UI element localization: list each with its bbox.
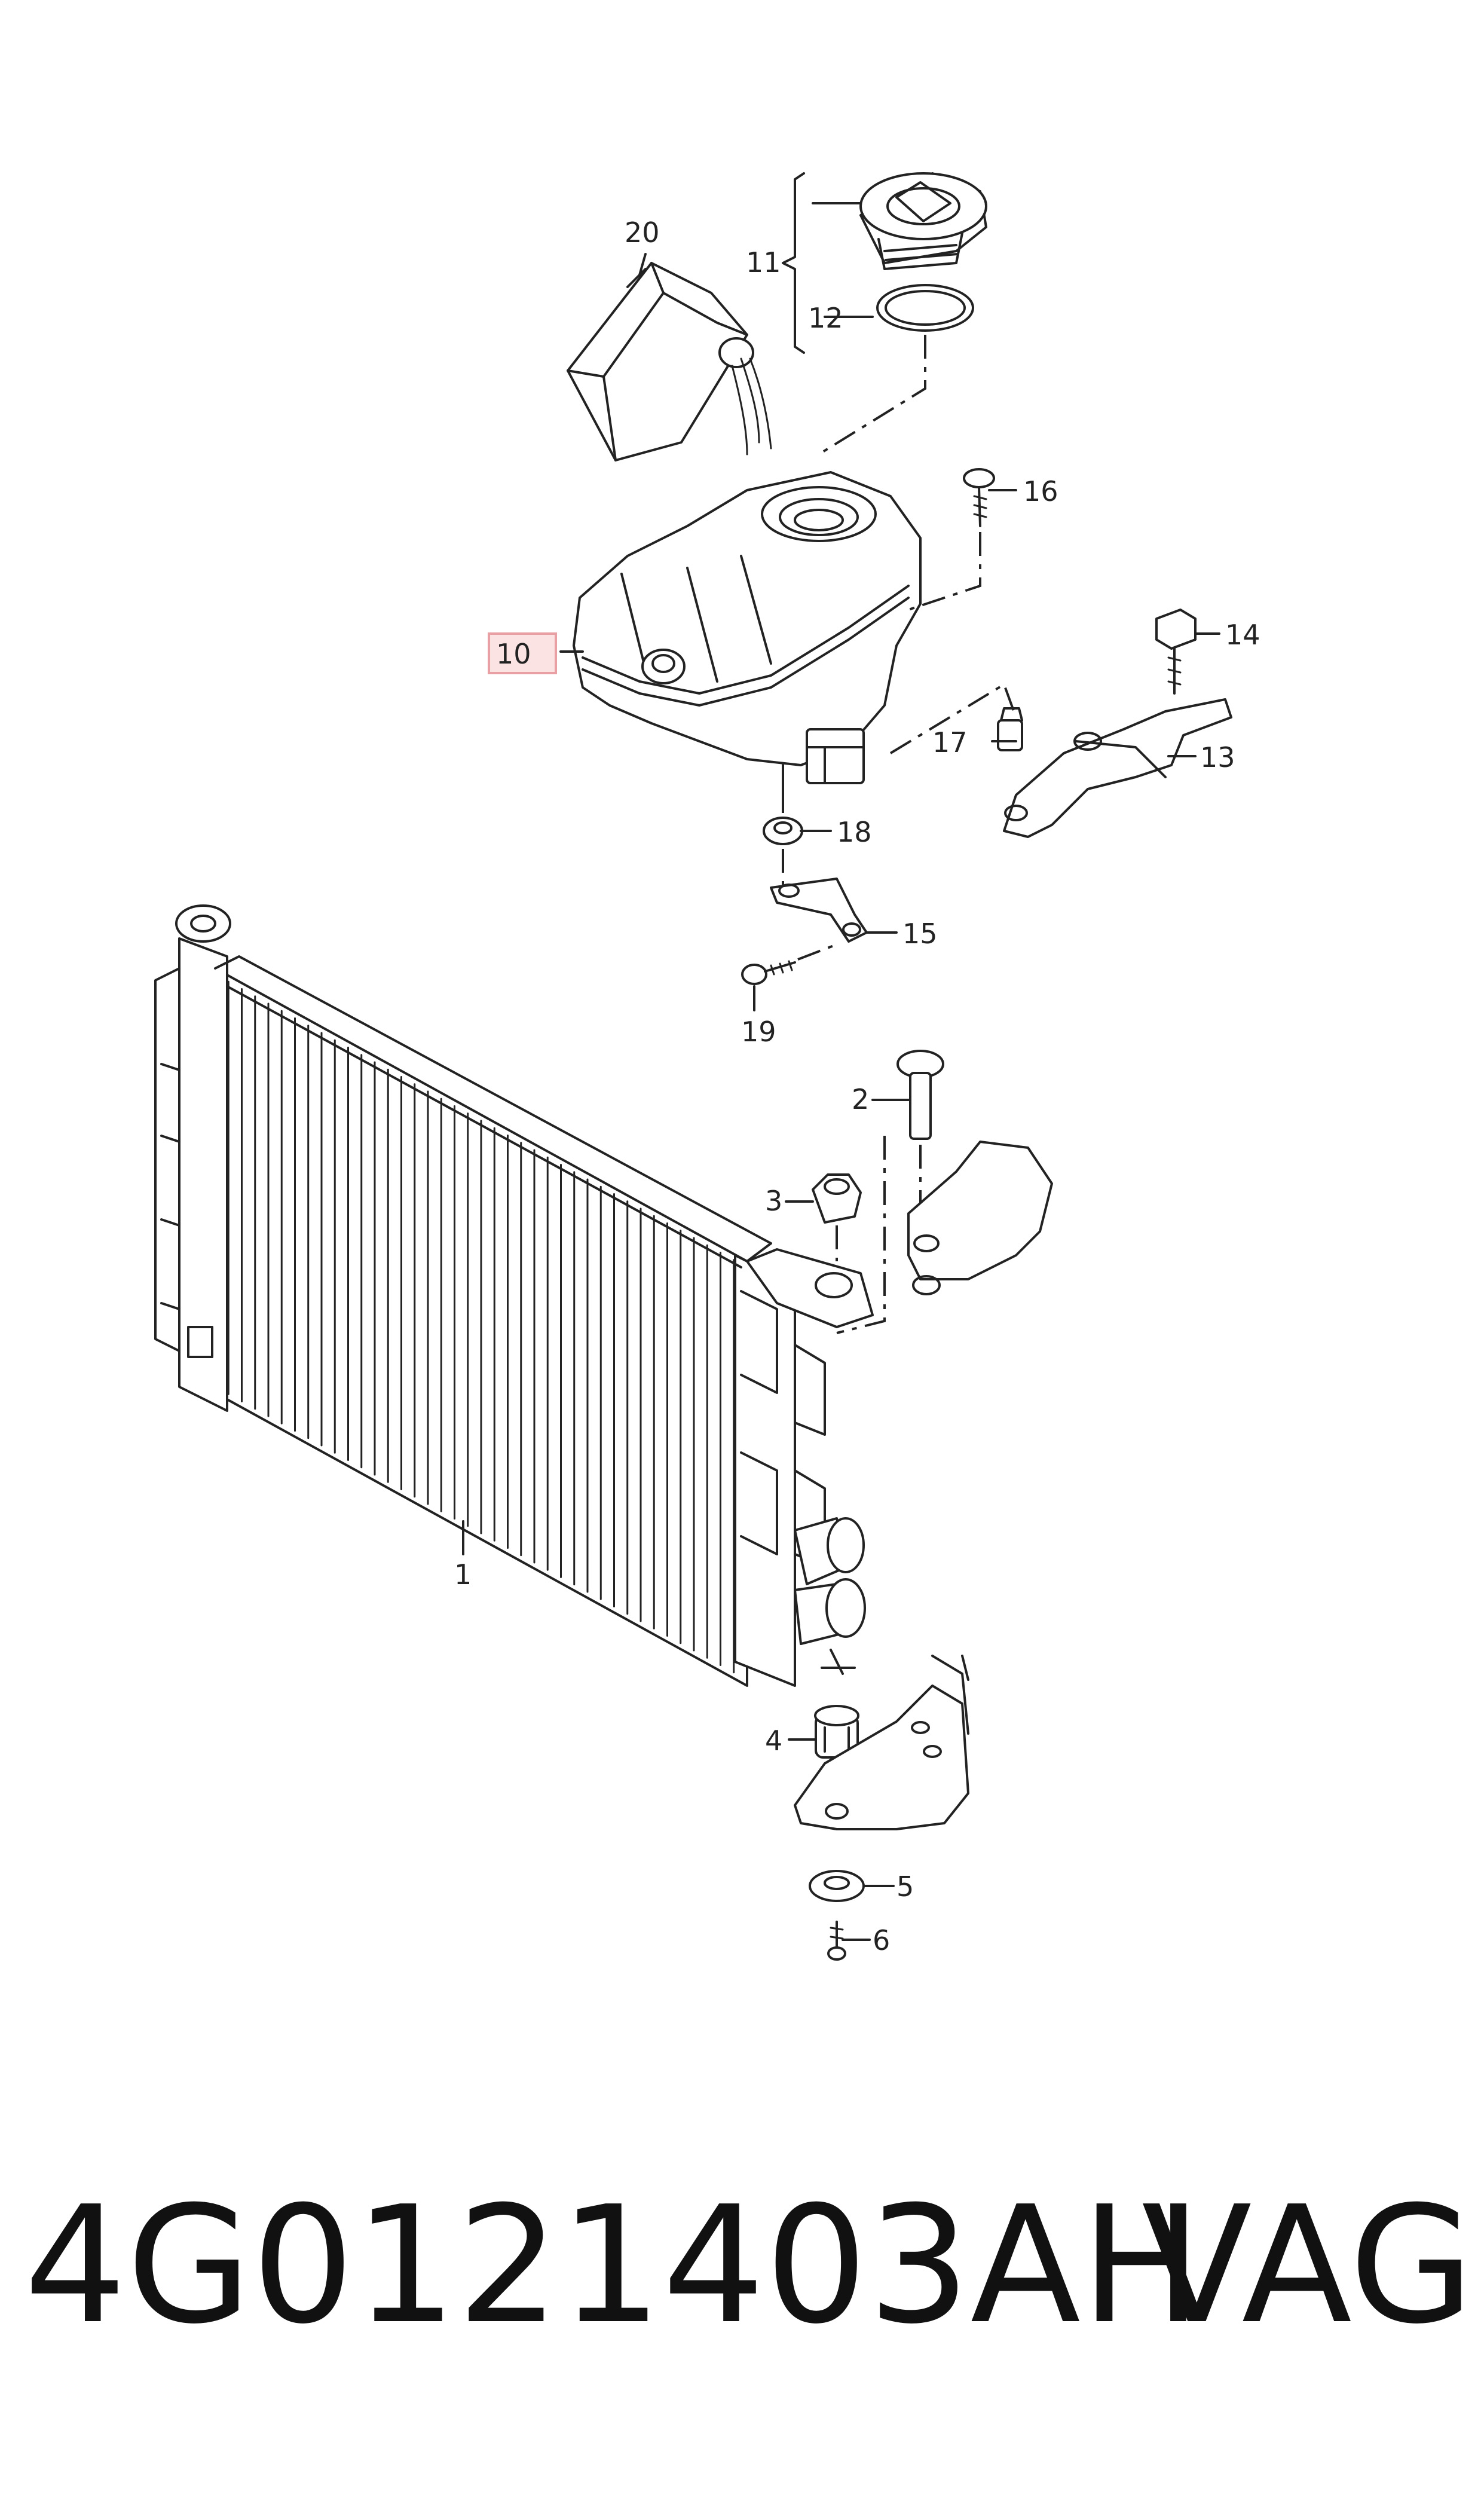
- exploded-parts-diagram: 10 20 11 12 16 14 13 17 18 15 19 2 3 1 4…: [154, 172, 1260, 1961]
- filler-cap: [859, 172, 987, 270]
- leader-lines: [462, 253, 1220, 1941]
- callout-16[interactable]: 16: [1023, 475, 1058, 508]
- callout-2[interactable]: 2: [852, 1083, 869, 1115]
- grommet-5: [809, 1870, 865, 1902]
- callout-3[interactable]: 3: [765, 1185, 782, 1217]
- callout-1[interactable]: 1: [454, 1558, 472, 1591]
- grommet-3: [812, 1173, 862, 1224]
- callout-20[interactable]: 20: [625, 216, 660, 249]
- callout-4[interactable]: 4: [765, 1725, 782, 1757]
- grommet-18: [763, 817, 803, 845]
- callout-6[interactable]: 6: [873, 1924, 890, 1956]
- clip-17: [997, 707, 1023, 751]
- coolant-expansion-tank: [573, 471, 922, 790]
- callout-12[interactable]: 12: [808, 302, 843, 334]
- callout-13[interactable]: 13: [1200, 741, 1235, 774]
- upper-mount-bracket: [907, 1141, 1053, 1295]
- callout-labels: 10 20 11 12 16 14 13 17 18 15 19 2 3 1 4…: [454, 216, 1260, 1956]
- lower-mount-bracket: [794, 1655, 969, 1830]
- bolt-6: [827, 1921, 846, 1961]
- highlight-box-10: [488, 632, 557, 674]
- brand-name: VAG: [1142, 2171, 1474, 2359]
- callout-11[interactable]: 11: [746, 246, 781, 279]
- bolt-19: [741, 943, 837, 985]
- bracket-15: [770, 878, 868, 943]
- callout-17[interactable]: 17: [932, 726, 968, 759]
- callout-15[interactable]: 15: [902, 918, 938, 950]
- bolt-14: [1155, 609, 1197, 695]
- caption-bar: 4G0121403AH VAG: [24, 2171, 1474, 2359]
- cap-seal-ring: [876, 284, 974, 332]
- callout-14[interactable]: 14: [1225, 619, 1260, 651]
- screw-16: [908, 468, 995, 611]
- pin-2: [896, 1050, 944, 1140]
- radiator-fins: [227, 980, 735, 1674]
- radiator: [154, 904, 874, 1687]
- callout-10[interactable]: 10: [496, 638, 531, 670]
- callout-19[interactable]: 19: [741, 1016, 776, 1048]
- part-number: 4G0121403AH: [24, 2171, 1203, 2359]
- callout-18[interactable]: 18: [837, 816, 872, 848]
- coolant-bottle: [567, 262, 772, 461]
- bushing-4: [814, 1705, 859, 1759]
- callout-5[interactable]: 5: [896, 1870, 914, 1903]
- bracket-13: [1003, 698, 1232, 838]
